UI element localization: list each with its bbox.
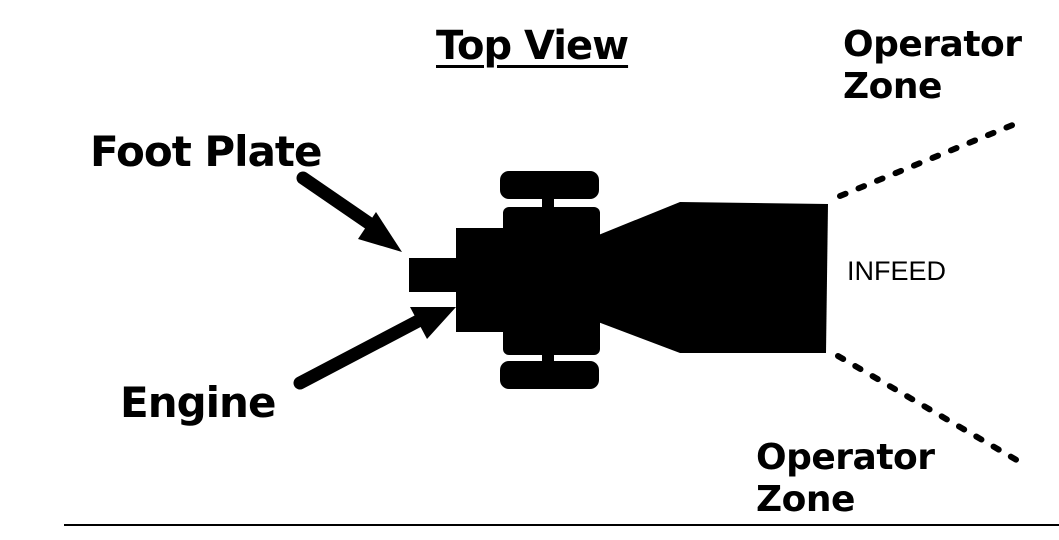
arrows <box>293 171 456 390</box>
operator-zone-label-top: Operator Zone <box>843 24 1022 109</box>
wheel-bottom <box>500 361 599 389</box>
axle-bottom <box>542 353 554 365</box>
infeed-label: INFEED <box>847 256 947 286</box>
foot-plate-arrow-shaft <box>296 171 377 231</box>
operator-zone-top-line-2: Zone <box>843 66 942 108</box>
operator-zone-line-top <box>837 121 1018 199</box>
foot-plate-arrow-head <box>358 212 402 252</box>
infeed-body-shape <box>596 202 828 353</box>
engine-arrow-head <box>410 307 456 339</box>
diagram-title: Top View <box>436 23 629 69</box>
operator-zone-line-bottom <box>835 353 1023 465</box>
foot-plate-shape <box>409 258 464 292</box>
wheel-top <box>500 171 599 199</box>
foot-plate-label: Foot Plate <box>90 127 322 176</box>
axle-frame-shape <box>503 207 600 355</box>
engine-arrow-shaft <box>293 313 427 390</box>
machine-silhouette <box>409 171 828 389</box>
operator-zone-bottom-line-2: Zone <box>756 479 855 521</box>
axle-top <box>542 194 554 210</box>
operator-zone-label-bottom: Operator Zone <box>756 437 935 522</box>
engine-shape <box>456 228 511 332</box>
operator-zone-bottom-line-1: Operator <box>756 437 935 478</box>
operator-zone-lines <box>835 121 1023 465</box>
engine-label: Engine <box>120 378 276 427</box>
operator-zone-top-line-1: Operator <box>843 24 1022 65</box>
